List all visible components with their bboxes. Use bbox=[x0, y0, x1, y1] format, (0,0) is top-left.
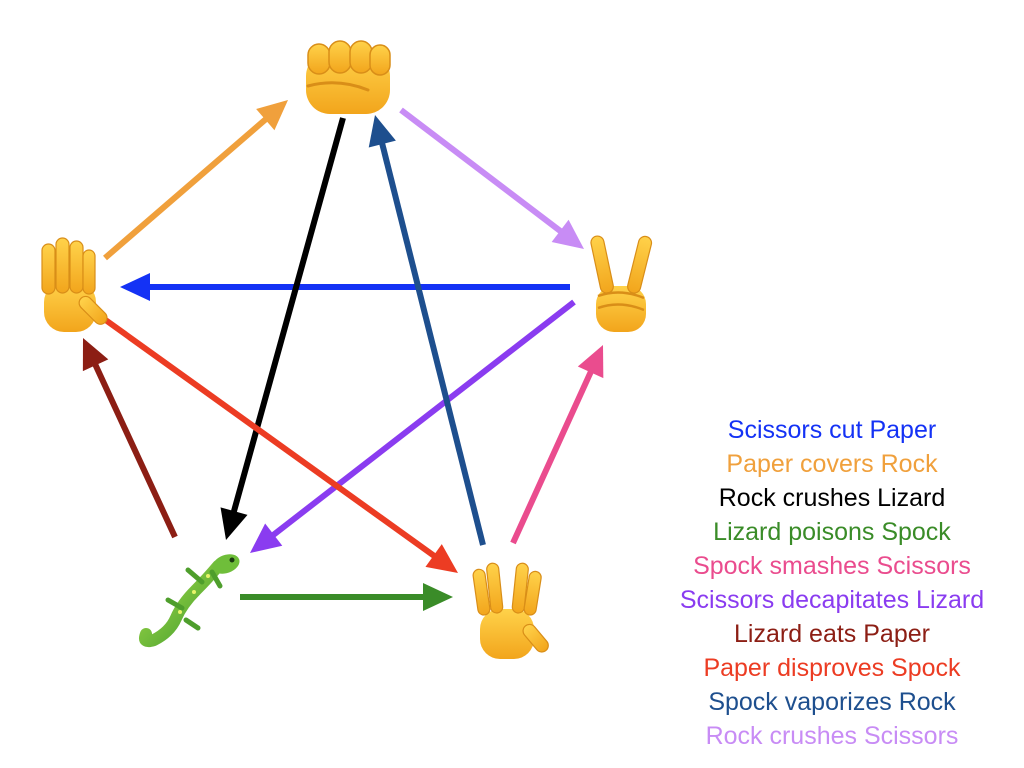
arrow-head bbox=[577, 345, 604, 379]
raised-hand-icon bbox=[41, 237, 108, 332]
fist-icon bbox=[306, 40, 391, 114]
legend-item: Paper covers Rock bbox=[726, 450, 938, 478]
arrow-paper-to-rock bbox=[103, 100, 288, 261]
arrow-head bbox=[551, 219, 584, 249]
arrow-rock-to-lizard bbox=[220, 117, 346, 540]
arrow-head bbox=[368, 115, 396, 148]
legend-item: Scissors decapitates Lizard bbox=[679, 586, 985, 614]
arrow-spock-to-scissors bbox=[510, 345, 604, 545]
arrow-head bbox=[82, 338, 109, 372]
victory-hand-icon bbox=[590, 235, 653, 332]
legend-item: Rock crushes Scissors bbox=[705, 722, 959, 750]
arrow-shaft bbox=[230, 117, 346, 514]
arrow-shaft bbox=[378, 141, 486, 546]
arrow-head bbox=[256, 100, 288, 131]
legend-item: Lizard poisons Spock bbox=[713, 518, 951, 546]
legend-item: Scissors cut Paper bbox=[727, 416, 937, 444]
lizard-icon bbox=[139, 554, 240, 648]
arrow-head bbox=[220, 507, 248, 540]
legend-item: Spock vaporizes Rock bbox=[708, 688, 956, 716]
arrow-spock-to-rock bbox=[368, 115, 486, 546]
vulcan-salute-icon bbox=[472, 562, 549, 659]
arrow-shaft bbox=[98, 313, 438, 560]
edges-layer bbox=[82, 100, 604, 611]
arrow-rock-to-scissors bbox=[399, 107, 584, 249]
arrow-scissors-to-lizard bbox=[250, 299, 576, 553]
arrow-head bbox=[250, 523, 283, 553]
legend-item: Lizard eats Paper bbox=[734, 620, 930, 648]
legend-item: Paper disproves Spock bbox=[703, 654, 961, 682]
arrow-shaft bbox=[510, 369, 595, 545]
legend-item: Spock smashes Scissors bbox=[693, 552, 971, 580]
arrow-paper-to-spock bbox=[98, 313, 458, 573]
arrow-lizard-to-paper bbox=[82, 338, 178, 539]
arrow-lizard-to-spock bbox=[240, 583, 453, 611]
arrow-shaft bbox=[399, 107, 564, 235]
arrow-scissors-to-paper bbox=[120, 273, 570, 301]
arrow-head bbox=[423, 583, 453, 611]
arrow-head bbox=[425, 544, 458, 573]
legend-item: Rock crushes Lizard bbox=[718, 484, 946, 512]
arrow-shaft bbox=[92, 362, 178, 539]
arrow-head bbox=[120, 273, 150, 301]
arrow-shaft bbox=[103, 116, 269, 261]
arrow-shaft bbox=[270, 299, 576, 539]
